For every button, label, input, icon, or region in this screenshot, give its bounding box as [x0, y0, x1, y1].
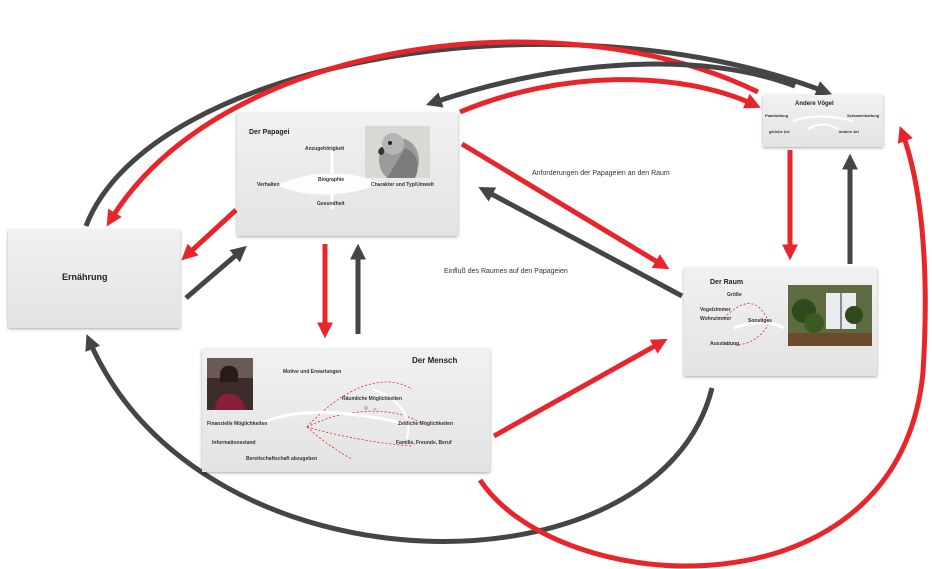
arrow-mensch-to-voegel: [477, 126, 928, 569]
mindmap-branches: [261, 381, 423, 460]
arrow-papagei-to-ernaehrung: [181, 208, 238, 261]
label-anschaffung: Anzugehörigkeit: [305, 146, 345, 152]
arrow-voegel-to-ernaehrung: [106, 39, 760, 227]
label-finanzielle: Finanzielle Möglichkeiten: [207, 421, 268, 427]
node-title: Der Mensch: [412, 356, 458, 365]
label-andere-art: andere Art: [839, 129, 859, 134]
edge-label-requirements: Anforderungen der Papageien an den Raum: [532, 170, 670, 177]
label-sonstiges: Sonstiges: [748, 318, 772, 324]
mindmap-branches: [277, 151, 382, 209]
arrow-papagei-to-voegel: [459, 77, 761, 115]
mindmap-branches: [723, 303, 785, 346]
arrow-mensch-to-raum: [492, 338, 668, 439]
label-schwarmhaltung: Schwarmhaltung: [847, 113, 880, 118]
label-charakter: Charakter und Typ/Umwelt: [371, 182, 434, 188]
node-title: Ernährung: [62, 272, 108, 282]
person-photo: [207, 358, 253, 410]
label-wohnzimmer: Wohnzimmer: [700, 316, 732, 322]
node-title: Andere Vögel: [795, 101, 834, 107]
label-raeumliche: Räumliche Möglichkeiten: [342, 396, 403, 402]
label-bereitschaft: Bereitschaftschaft abzugeben: [246, 456, 318, 462]
mindmap-branches: [792, 115, 854, 130]
arrow-raum-to-ernaehrung: [85, 334, 715, 544]
label-vogelzimmer: Vogelzimmer: [700, 307, 731, 313]
node-papagei[interactable]: Der Papagei Anzugehörigkeit Biographie V…: [237, 113, 458, 236]
arrow-papagei-to-raum: [460, 141, 670, 270]
label-verhalten: Verhalten: [257, 182, 280, 188]
node-voegel[interactable]: Andere Vögel Paarhaltung Schwarmhaltung …: [763, 95, 883, 147]
label-informationsstand: Informationsstand: [212, 440, 256, 446]
node-mensch[interactable]: Der Mensch Motive und Erwartungen Räumli…: [202, 349, 490, 472]
label-paarhaltung: Paarhaltung: [765, 113, 789, 118]
edge-label-influence: Einfluß des Raumes auf den Papageien: [444, 268, 568, 275]
arrow-ernaehrung-to-papagei: [184, 245, 247, 300]
label-gleiche-art: gleiche Art: [769, 129, 790, 134]
label-biographie: Biographie: [318, 177, 345, 183]
parrot-photo: [365, 126, 430, 178]
arrow-raum-to-papagei: [478, 186, 684, 299]
label-familie: Familie, Freunde, Beruf: [396, 440, 452, 446]
label-zeitliche: Zeitliche Möglichkeiten: [398, 421, 454, 427]
room-photo: [788, 285, 872, 346]
node-raum[interactable]: Der Raum Größe Vogelzimmer Wohnzimmer So…: [684, 268, 877, 376]
node-title: Der Raum: [710, 279, 744, 286]
label-ausstattung: Ausstattung: [710, 341, 740, 347]
node-ernaehrung[interactable]: Ernährung: [8, 230, 180, 328]
arrow-voegel-to-papagei: [425, 61, 796, 108]
label-groesse: Größe: [727, 292, 742, 298]
label-motive: Motive und Erwartungen: [283, 369, 342, 375]
label-gesundheit: Gesundheit: [317, 201, 345, 207]
node-title: Der Papagei: [249, 129, 290, 136]
